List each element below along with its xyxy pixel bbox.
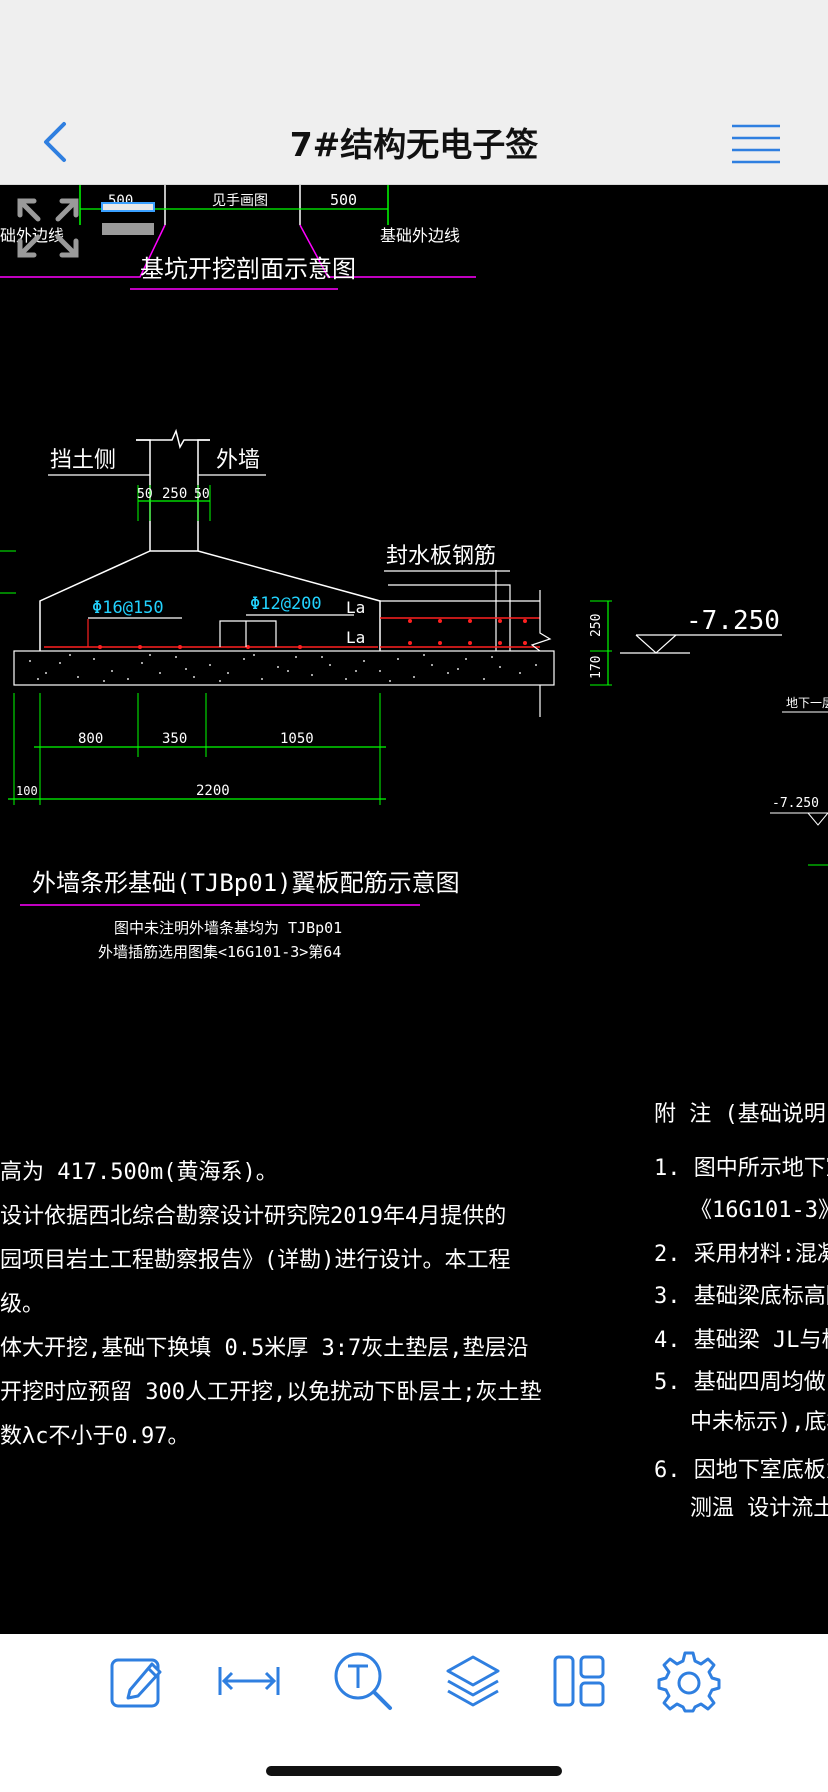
pit-section-title: 基坑开挖剖面示意图 [140,255,356,283]
right-note-line: 5. 基础四周均做 250 [654,1370,828,1395]
edit-icon [110,1658,162,1708]
detail-title: 外墙条形基础(TJBp01)翼板配筋示意图 [32,869,460,897]
right-note-line: 3. 基础梁底标高除注明 [654,1284,828,1309]
right-note-line: 4. 基础梁 JL与柱结合 [654,1328,828,1353]
dim-800: 800 [78,731,103,747]
dim-500-right: 500 [330,191,357,209]
hamburger-menu-icon [732,124,780,164]
dim-2200: 2200 [196,783,230,799]
measure-icon [218,1667,280,1695]
layers-button[interactable] [436,1644,510,1718]
measure-button[interactable] [212,1644,286,1718]
left-notes: 高为 417.500m(黄海系)。 设计依据西北综合勘察设计研究院2019年4月… [0,1160,541,1449]
right-edge-label: 基础外边线 [380,226,460,245]
annotate-button[interactable] [100,1644,174,1718]
layer-toggle-button[interactable] [100,201,156,241]
dim-350: 350 [162,731,187,747]
detail-note-line-1: 图中未注明外墙条基均为 TJBp01 [114,919,342,937]
layer-toggle-icon [101,202,155,235]
text-search-icon [334,1652,392,1710]
dim-250-right: 250 [589,614,604,637]
right-notes-header: 附 注 (基础说明): [654,1102,828,1127]
right-note-line: 中未标示),底板钢筋 [690,1410,828,1435]
left-note-line: 级。 [0,1292,44,1317]
la-label-2: La [346,628,365,647]
dim-250: 250 [162,486,187,502]
la-label-1: La [346,598,365,617]
detail-caption: 外墙条形基础(TJBp01)翼板配筋示意图 图中未注明外墙条基均为 TJBp01… [20,869,460,961]
right-note-line: 《16G101-3》。 [690,1198,828,1223]
right-edge-label: 地下一层楼 [786,695,828,710]
right-note-line: 测温 设计流土出 [690,1496,828,1521]
left-note-line: 高为 417.500m(黄海系)。 [0,1160,278,1185]
right-elevation-label: -7.250 [772,796,819,811]
see-hand-drawing-label: 见手画图 [212,193,268,209]
rebar-phi16-label: Φ16@150 [92,598,164,618]
dim-50-b: 50 [194,487,210,502]
fullscreen-button[interactable] [14,195,82,261]
left-note-line: 园项目岩土工程勘察报告》(详勘)进行设计。本工程 [0,1248,511,1273]
right-note-line: 2. 采用材料:混凝土 [654,1242,828,1267]
back-button[interactable] [34,114,84,170]
cad-drawing-canvas[interactable]: 500 见手画图 500 础外边线 基础外边线 基坑开挖剖面示意图 挡土侧 外墙… [0,185,828,1635]
retaining-side-label: 挡土侧 [50,448,116,473]
dim-50-a: 50 [137,487,153,502]
left-note-line: 体大开挖,基础下换填 0.5米厚 3:7灰土垫层,垫层沿 [0,1336,528,1361]
chevron-left-icon [44,122,66,162]
menu-button[interactable] [728,120,784,166]
settings-icon [657,1651,721,1713]
left-note-line: 设计依据西北综合勘察设计研究院2019年4月提供的 [0,1204,506,1229]
dim-100: 100 [16,784,38,798]
left-edge-label: 础外边线 [0,226,64,245]
settings-button[interactable] [652,1644,726,1718]
expand-icon [17,198,79,258]
outer-wall-label: 外墙 [216,448,260,473]
dim-1050: 1050 [280,731,314,747]
left-note-line: 开挖时应预留 300人工开挖,以免扰动下卧层土;灰土垫 [0,1380,541,1405]
right-note-line: 6. 因地下室底板为大体 [654,1458,828,1483]
layers-icon [446,1655,500,1707]
right-note-line: 1. 图中所示地下室墙体 [654,1156,828,1181]
detail-note-line-2: 外墙插筋选用图集<16G101-3>第64 [98,943,341,961]
rebar-phi12-label: Φ12@200 [250,594,322,614]
dim-170: 170 [589,656,604,679]
right-notes: 附 注 (基础说明): 1. 图中所示地下室墙体 《16G101-3》。 2. … [654,1102,828,1521]
waterproof-rebar-label: 封水板钢筋 [386,544,496,569]
text-search-button[interactable] [326,1644,400,1718]
bottom-toolbar [0,1634,828,1792]
document-title: 7#结构无电子签 [289,125,539,164]
layout-icon [553,1655,605,1707]
status-bar-area [0,0,828,100]
foundation-detail: 挡土侧 外墙 50 250 50 封水板钢筋 [0,428,828,866]
elevation-label: -7.250 [686,606,780,636]
layout-button[interactable] [542,1644,616,1718]
navigation-bar: 7#结构无电子签 [0,100,828,185]
cad-drawing: 500 见手画图 500 础外边线 基础外边线 基坑开挖剖面示意图 挡土侧 外墙… [0,185,828,1521]
home-indicator [266,1766,562,1776]
left-note-line: 数λc不小于0.97。 [0,1424,189,1449]
